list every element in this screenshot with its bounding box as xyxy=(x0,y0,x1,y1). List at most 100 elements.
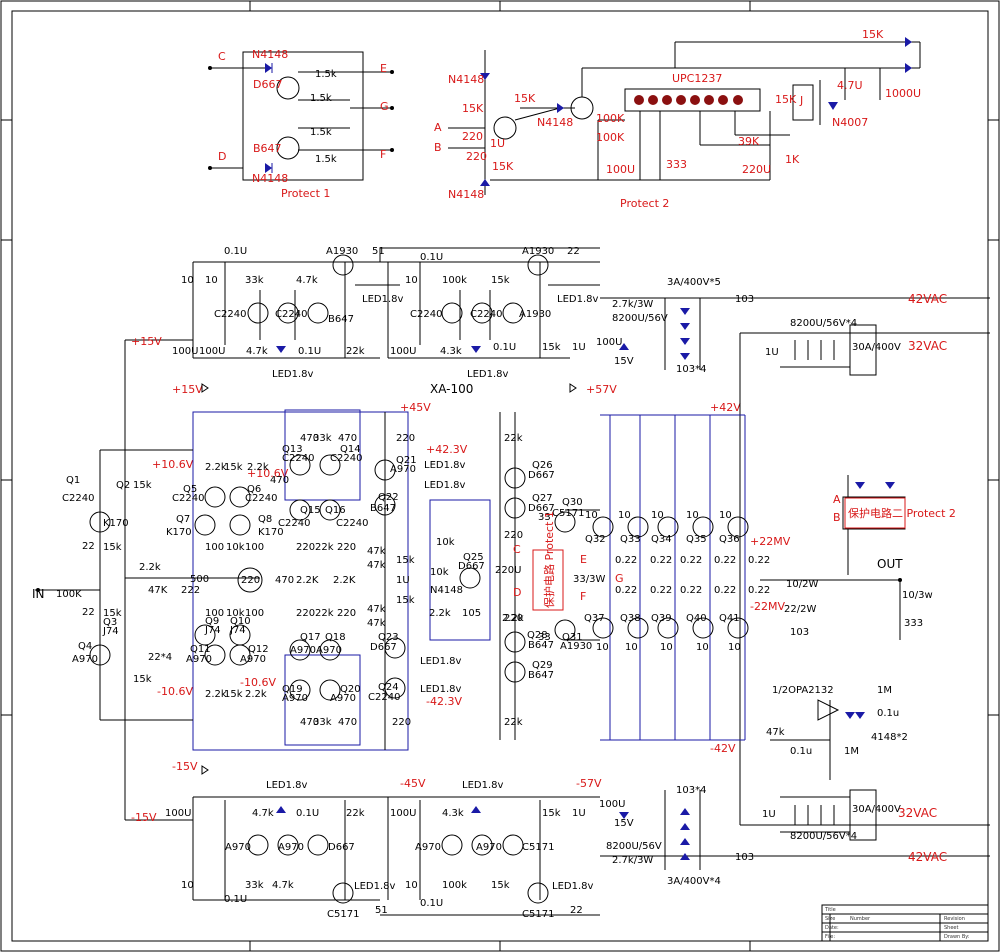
amp-label: Q31 xyxy=(562,632,583,643)
amp-label: 10 xyxy=(728,642,741,653)
amp-label: Q5 xyxy=(183,484,197,495)
bottom-regulator: LED1.8v 0.1U 4.7k 22k 100U A970 A970 D66… xyxy=(165,780,600,920)
tb-drawn: Drawn By: xyxy=(944,934,970,940)
amp-label: 220 xyxy=(337,542,356,553)
amp-label: 220 xyxy=(241,575,260,586)
reg-label: LED1.8v xyxy=(552,881,593,892)
amp-label: LED1.8v xyxy=(424,460,465,471)
protect2-res: 15K xyxy=(775,93,797,106)
amp-label: 2.2k xyxy=(247,462,269,473)
amp-label: 10k xyxy=(226,608,245,619)
amp-label: 10 xyxy=(625,642,638,653)
protect1-block: C D E G F N4148 N4148 D667 B647 1.5k 1.5… xyxy=(208,48,394,200)
amp-label: 10 xyxy=(618,510,631,521)
reg-label: B647 xyxy=(328,314,354,325)
title-block: Title Size Date: File: Number Revision S… xyxy=(821,904,989,942)
amp-label: 22k xyxy=(504,433,523,444)
amp-label: D667 xyxy=(370,642,397,653)
amp-label: 10 xyxy=(719,510,732,521)
amp-label: 22 xyxy=(82,607,95,618)
amp-label: A970 xyxy=(390,464,416,475)
protect2-pin-b: B xyxy=(434,141,442,154)
reg-label: 4.7k xyxy=(252,808,274,819)
protect2-cap: 1000U xyxy=(885,87,921,100)
amp-label: 10k xyxy=(430,567,449,578)
amp-prot-pin: D xyxy=(513,586,521,599)
amp-label: 220 xyxy=(337,608,356,619)
amp-label: 220 xyxy=(392,717,411,728)
amp-label: 22/2W xyxy=(784,604,816,615)
protect1-pin-e: E xyxy=(380,62,387,75)
amp-label: K170 xyxy=(166,527,192,538)
reg-label: 100U xyxy=(199,346,225,357)
reg-label: 100U xyxy=(165,808,191,819)
amp-label: 10 xyxy=(686,510,699,521)
reg-label: 33k xyxy=(245,880,264,891)
amp-label: B647 xyxy=(528,640,554,651)
protect1-pin-c: C xyxy=(218,50,226,63)
reg-label: C5171 xyxy=(327,909,359,920)
tb-sheet: Sheet xyxy=(944,925,958,931)
rail-p423: +42.3V xyxy=(426,443,468,456)
reg-label: 51 xyxy=(375,905,388,916)
rail-m15: -15V xyxy=(131,811,157,824)
amp-label: Q24 xyxy=(378,682,399,693)
amp-label: 2.2k xyxy=(245,689,267,700)
amp-label: C5171 xyxy=(552,508,584,519)
reg-label: A1930 xyxy=(519,309,551,320)
amp-label: 10 xyxy=(585,510,598,521)
amp-label: J74 xyxy=(229,625,246,636)
reg-label: 0.1U xyxy=(420,898,443,909)
tb-title: Title xyxy=(824,907,836,913)
reg-label: LED1.8v xyxy=(462,780,503,791)
amp-label: 2.2k xyxy=(139,562,161,573)
amp-label: 220U xyxy=(495,565,521,576)
amp-label: Q35 xyxy=(686,534,707,545)
amp-transistors xyxy=(89,454,749,701)
amp-label: 22k xyxy=(504,717,523,728)
amp-label: 2.2K xyxy=(296,575,319,586)
protect2-res: 100K xyxy=(596,112,625,125)
amp-label: Q39 xyxy=(651,613,672,624)
amp-label: 103 xyxy=(790,627,809,638)
amp-protect1-box: 保护电路 Protect 1 xyxy=(532,511,564,611)
protect2-ic: UPC1237 xyxy=(672,72,722,85)
tb-revision: Revision xyxy=(944,916,965,922)
protect2-diode: N4148 xyxy=(537,116,573,129)
amp-label: 1M xyxy=(844,746,859,757)
rail-p15: +15V xyxy=(131,335,162,348)
protect2-res: 15K xyxy=(862,28,884,41)
protect2-res: 39K xyxy=(738,135,760,148)
protect2-res: 15K xyxy=(514,92,536,105)
protect2-title: Protect 2 xyxy=(620,197,669,210)
amp-label: Q4 xyxy=(78,641,92,652)
amp-protect1-label: 保护电路 Protect 1 xyxy=(542,511,556,608)
amp-prot2-pin: A xyxy=(833,493,841,506)
amp-label: 47k xyxy=(766,727,785,738)
amp-prot-pin: G xyxy=(615,572,624,585)
power-supply: 42VAC 32VAC 32VAC 42VAC 3A/400V*5 3A/400… xyxy=(596,277,990,887)
amp-label: 0.22 xyxy=(748,555,770,566)
rail-m57: -57V xyxy=(576,777,602,790)
amp-label: LED1.8v xyxy=(424,480,465,491)
amp-label: 0.22 xyxy=(615,585,637,596)
reg-label: 33k xyxy=(245,275,264,286)
protect2-pin-a: A xyxy=(434,121,442,134)
amp-label: 47k xyxy=(367,604,386,615)
amp-label: 470 xyxy=(300,717,319,728)
tb-number: Number xyxy=(850,916,871,922)
reg-label: LED1.8v xyxy=(272,369,313,380)
amp-label: Q28 xyxy=(527,630,548,641)
psu-label: 1U xyxy=(765,347,779,358)
protect1-q-bottom: B647 xyxy=(253,142,282,155)
amp-label: 0.1u xyxy=(790,746,812,757)
amp-label: Q21 xyxy=(396,455,417,466)
psu-label: 15V xyxy=(614,356,634,367)
amp-label: 220 xyxy=(504,613,523,624)
amp-label: Q13 xyxy=(282,444,303,455)
reg-label: 22k xyxy=(346,808,365,819)
amp-label: 2.2k xyxy=(502,613,524,624)
protect2-relay: J xyxy=(799,94,803,107)
amp-out: OUT xyxy=(877,557,903,571)
reg-label: 15k xyxy=(542,808,561,819)
